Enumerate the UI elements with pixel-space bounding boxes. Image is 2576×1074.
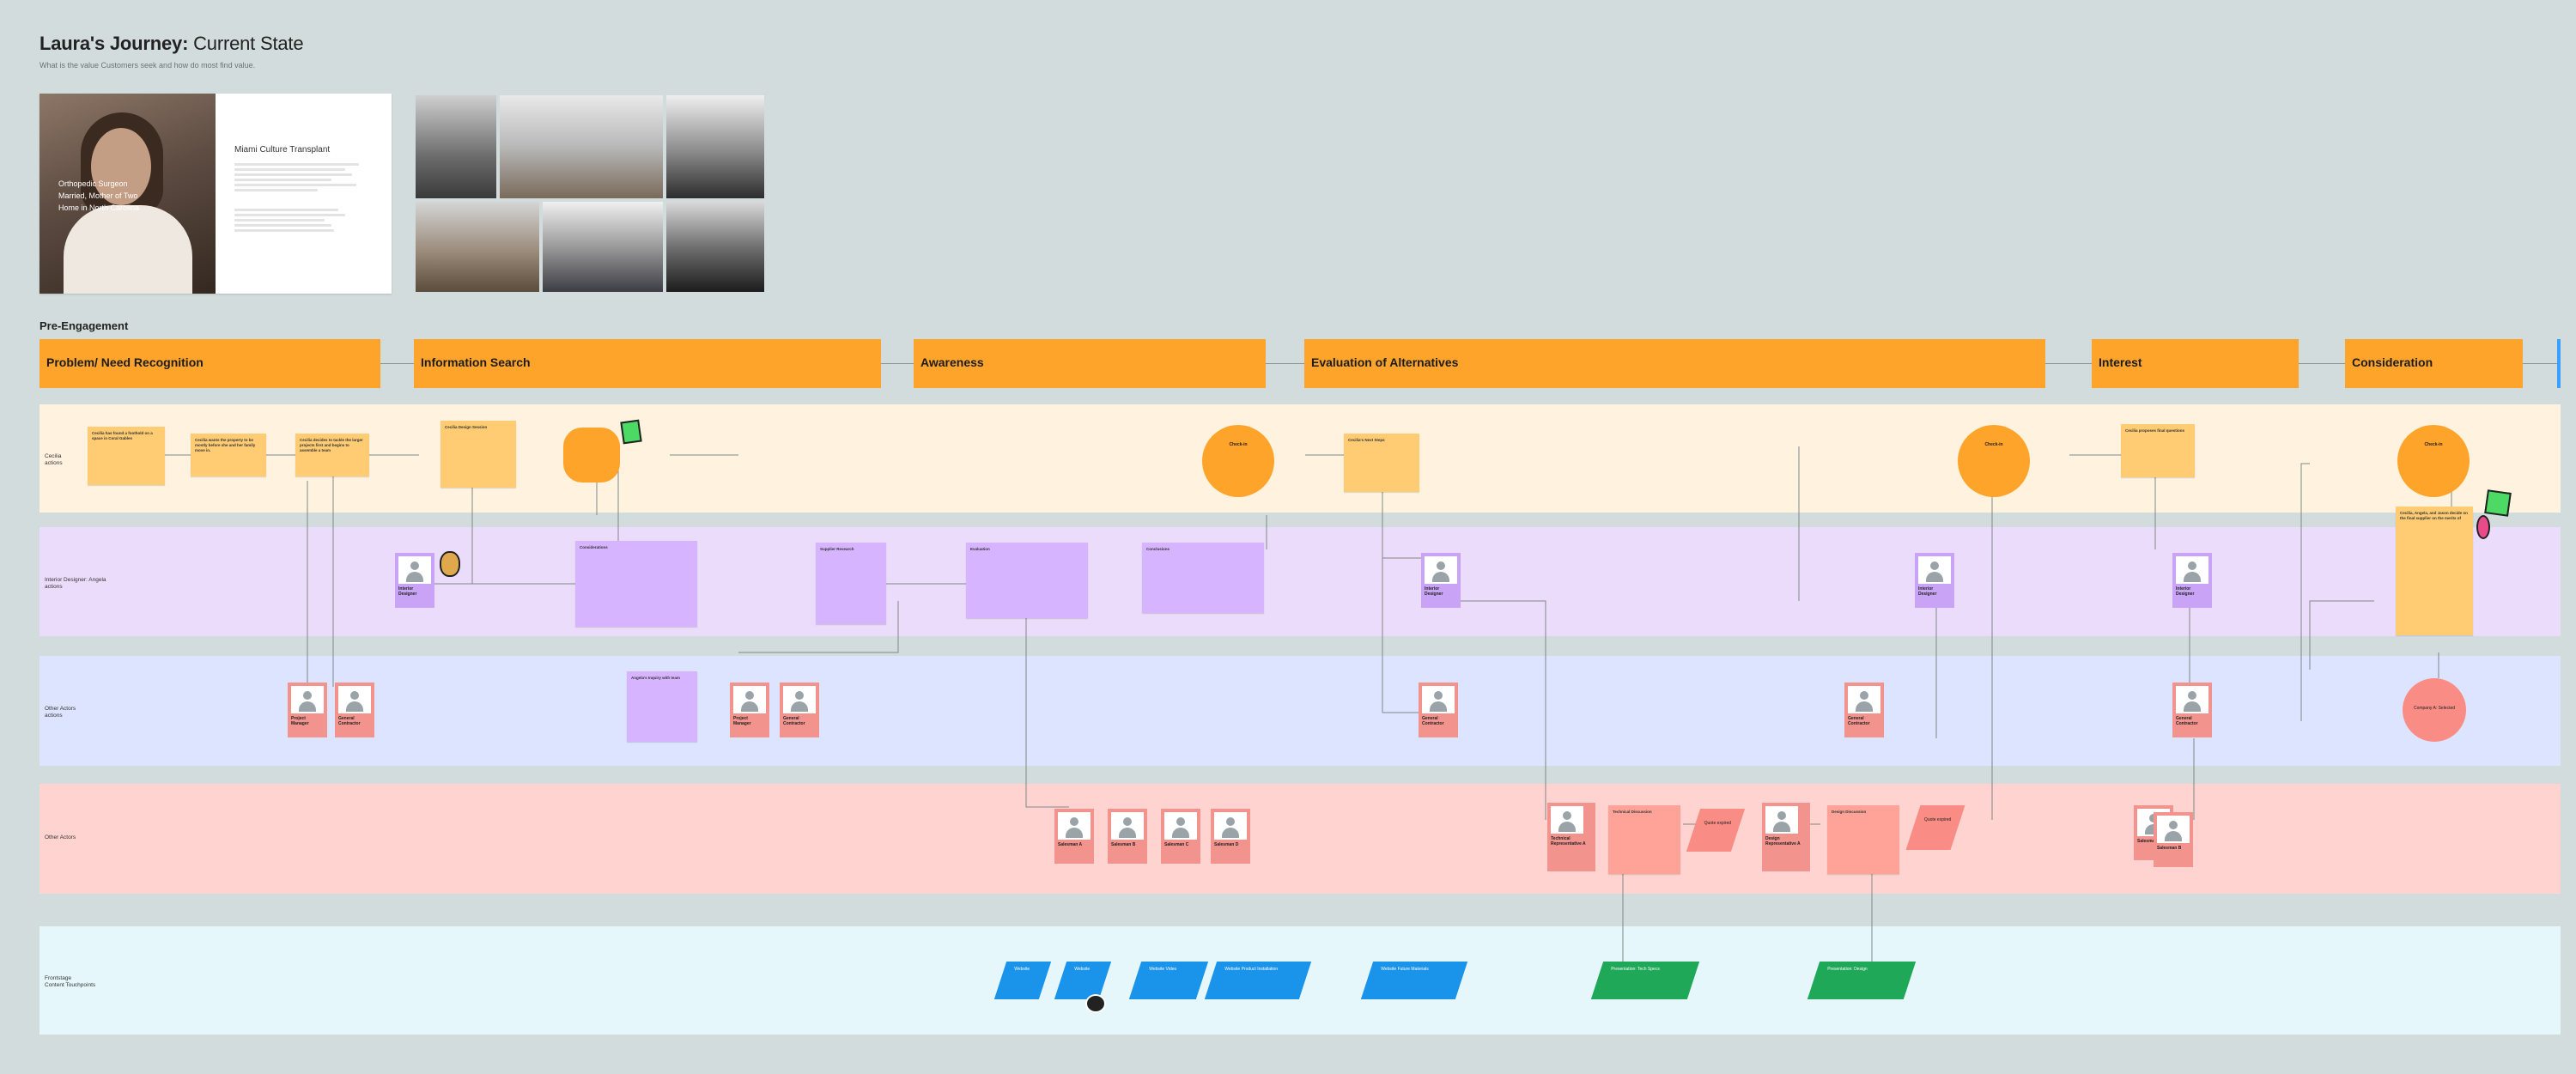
actor-general-contractor[interactable]: General Contractor [1844, 683, 1884, 737]
note-considerations[interactable]: Considerations [575, 541, 697, 627]
avatar [783, 686, 816, 713]
note-technical-discussion[interactable]: Technical Discussion [1608, 805, 1680, 874]
note-cecilia-wants[interactable]: Cecilia wants the property to be mostly … [191, 434, 266, 476]
avatar [1551, 806, 1583, 834]
actor-project-manager[interactable]: Project Manager [730, 683, 769, 737]
note-final-decision[interactable]: Cecilia, Angela, and Jason decide on the… [2396, 507, 2473, 635]
circle-company-selected[interactable]: Company A: Selected [2403, 678, 2466, 742]
avatar [733, 686, 766, 713]
avatar [1848, 686, 1880, 713]
avatar [2176, 686, 2208, 713]
thinking-sticker-icon [440, 551, 460, 577]
avatar [398, 556, 431, 584]
touchpoint-website-video[interactable]: Website Video [1129, 962, 1208, 999]
actor-salesman-d[interactable]: Salesman D [1211, 809, 1250, 864]
actor-interior-designer[interactable]: Interior Designer [2172, 553, 2212, 608]
touchpoint-website-installation[interactable]: Website Product Installation [1205, 962, 1311, 999]
touchpoint-presentation-tech-specs[interactable]: Presentation: Tech Specs [1591, 962, 1699, 999]
avatar [1214, 812, 1247, 840]
note-cecilia-design-session[interactable]: Cecilia Design Session [440, 421, 516, 488]
flag-sticker-icon [620, 420, 641, 445]
touchpoint-website-future-materials[interactable]: Website Future Materials [1361, 962, 1467, 999]
note-cecilia-final-questions[interactable]: Cecilia proposes final questions [2121, 424, 2195, 477]
avatar [1425, 556, 1457, 584]
actor-salesman-a[interactable]: Salesman A [1054, 809, 1094, 864]
note-supplier-research[interactable]: Supplier Research [816, 543, 886, 624]
actor-design-rep-a[interactable]: Design Representative A [1762, 803, 1810, 871]
avatar [291, 686, 324, 713]
actor-interior-designer[interactable]: Interior Designer [1421, 553, 1461, 608]
note-cecilia-foothold[interactable]: Cecilia has found a foothold on a space … [88, 427, 165, 485]
actor-project-manager[interactable]: Project Manager [288, 683, 327, 737]
actor-salesman-c[interactable]: Salesman C [1161, 809, 1200, 864]
note-cecilia-next-steps[interactable]: Cecilia's Next Steps [1344, 434, 1419, 492]
note-design-discussion[interactable]: Design Discussion [1827, 805, 1899, 874]
actor-technical-rep-a[interactable]: Technical Representative A [1547, 803, 1595, 871]
avatar [1164, 812, 1197, 840]
avatar [1058, 812, 1091, 840]
actor-interior-designer[interactable]: Interior Designer [395, 553, 434, 608]
avatar [1765, 806, 1798, 834]
note-cecilia-rounded[interactable] [563, 428, 620, 482]
avatar [1918, 556, 1951, 584]
note-evaluation[interactable]: Evaluation [966, 543, 1088, 618]
circle-check-in-2[interactable]: Check-in [1958, 425, 2030, 497]
actor-salesman-b[interactable]: Salesman B [2154, 812, 2193, 867]
figure-sticker-icon [2476, 515, 2490, 539]
avatar [2176, 556, 2208, 584]
actor-general-contractor[interactable]: General Contractor [335, 683, 374, 737]
speech-sticker-icon [1085, 994, 1106, 1013]
circle-check-in-1[interactable]: Check-in [1202, 425, 1274, 497]
note-cecilia-tackle[interactable]: Cecilia decides to tackle the larger pro… [295, 434, 369, 476]
actor-general-contractor[interactable]: General Contractor [780, 683, 819, 737]
flag-sticker-icon [2484, 489, 2512, 517]
avatar [338, 686, 371, 713]
note-conclusions[interactable]: Conclusions [1142, 543, 1264, 613]
note-angela-inquiry[interactable]: Angela's Inquiry with team [627, 671, 697, 742]
actor-general-contractor[interactable]: General Contractor [2172, 683, 2212, 737]
touchpoint-presentation-design[interactable]: Presentation: Design [1807, 962, 1916, 999]
avatar [1422, 686, 1455, 713]
actor-general-contractor[interactable]: General Contractor [1419, 683, 1458, 737]
avatar [2157, 816, 2190, 843]
actor-interior-designer[interactable]: Interior Designer [1915, 553, 1954, 608]
actor-salesman-b[interactable]: Salesman B [1108, 809, 1147, 864]
circle-check-in-3[interactable]: Check-in [2397, 425, 2470, 497]
avatar [1111, 812, 1144, 840]
